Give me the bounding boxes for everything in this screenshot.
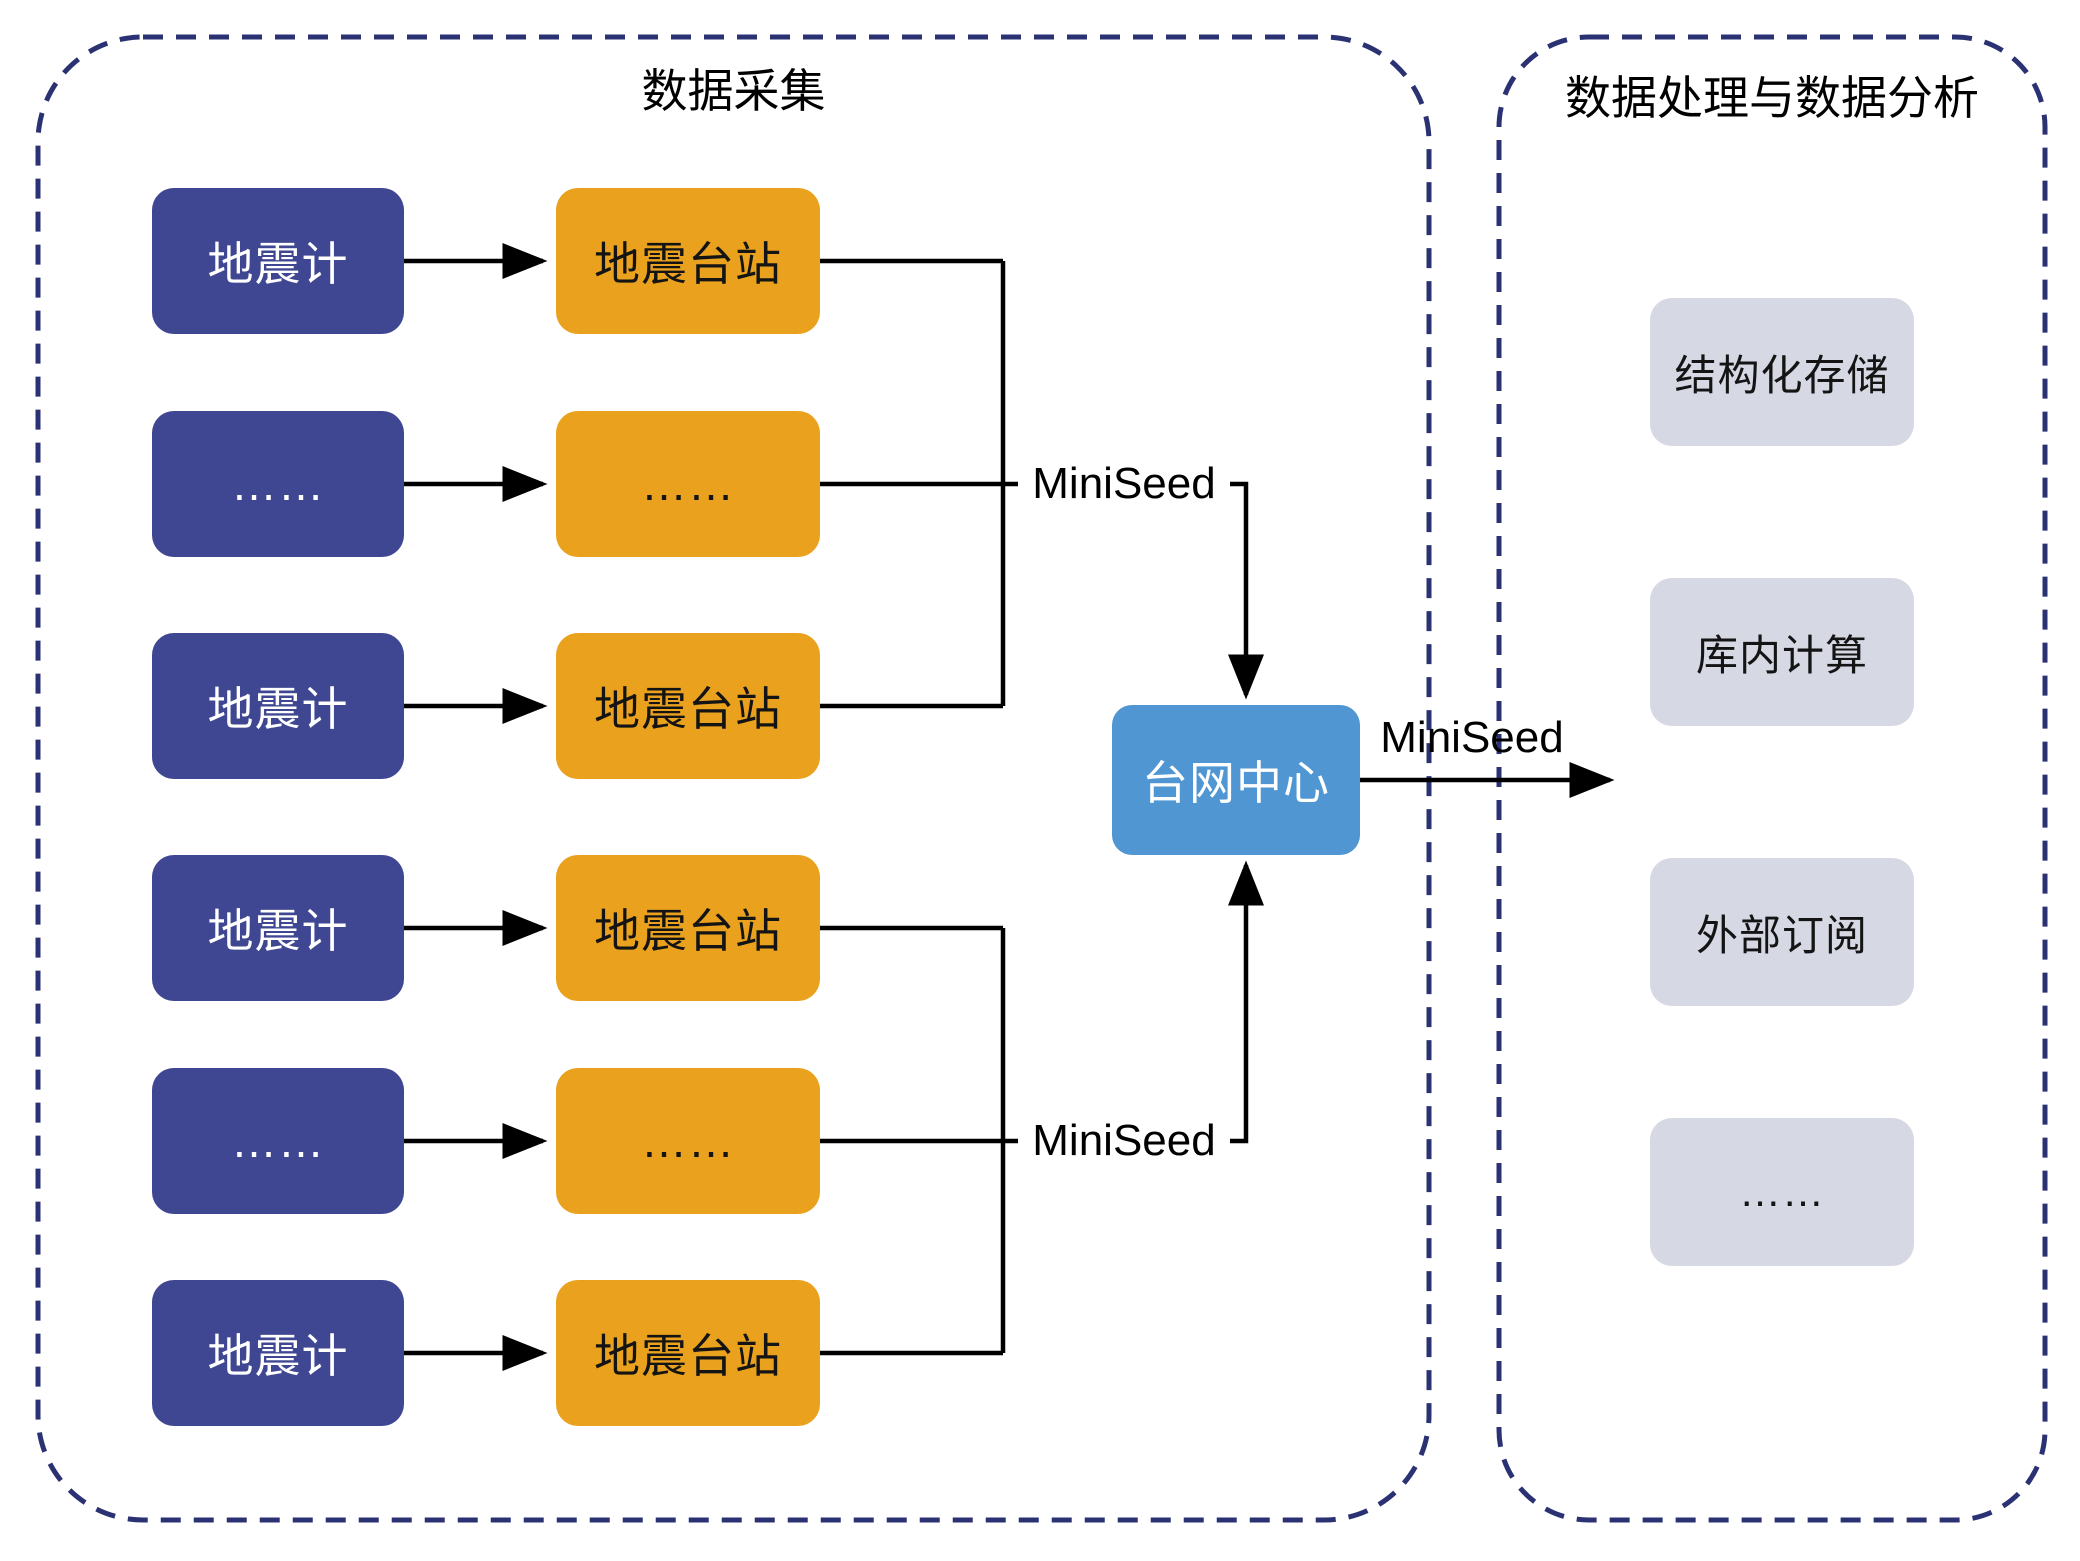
station-node: 地震台站 bbox=[556, 188, 820, 334]
sensor-node: 地震计 bbox=[152, 188, 404, 334]
station-node: 地震台站 bbox=[556, 1280, 820, 1426]
station-node-ellipsis: …… bbox=[556, 411, 820, 557]
station-node-ellipsis: …… bbox=[556, 1068, 820, 1214]
top-miniseed-connector bbox=[1003, 481, 1264, 700]
processing-item-structured-storage: 结构化存储 bbox=[1650, 298, 1914, 446]
network-center-node: 台网中心 bbox=[1112, 705, 1360, 855]
sensor-to-station-arrows bbox=[404, 243, 548, 1371]
processing-item-external-subscription: 外部订阅 bbox=[1650, 858, 1914, 1006]
bottom-miniseed-connector bbox=[1003, 860, 1264, 1144]
sensor-node-ellipsis: …… bbox=[152, 411, 404, 557]
station-bus-stubs bbox=[820, 258, 1006, 1356]
processing-item-ellipsis: …… bbox=[1650, 1118, 1914, 1266]
processing-item-indb-compute: 库内计算 bbox=[1650, 578, 1914, 726]
station-node: 地震台站 bbox=[556, 855, 820, 1001]
data-collection-panel-title: 数据采集 bbox=[641, 65, 826, 117]
miniseed-label-top: MiniSeed bbox=[1018, 454, 1230, 514]
processing-panel-title: 数据处理与数据分析 bbox=[1565, 72, 1979, 124]
station-node: 地震台站 bbox=[556, 633, 820, 779]
miniseed-label-bottom: MiniSeed bbox=[1018, 1111, 1230, 1171]
sensor-node: 地震计 bbox=[152, 633, 404, 779]
sensor-node: 地震计 bbox=[152, 855, 404, 1001]
sensor-node-ellipsis: …… bbox=[152, 1068, 404, 1214]
miniseed-label-output: MiniSeed bbox=[1380, 713, 1564, 762]
sensor-node: 地震计 bbox=[152, 1280, 404, 1426]
